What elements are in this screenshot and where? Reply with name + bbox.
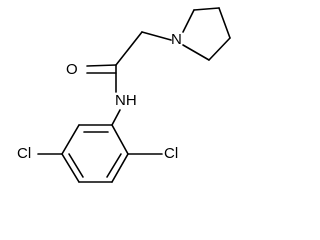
ring-bond-2-3 [111,153,129,183]
pyrrolidine-ring [182,7,231,61]
ring-bond-1-2 [111,124,129,155]
bond-c4-c5 [208,37,231,61]
pyrrolidine-nitrogen-label: N [171,31,182,48]
chlorine-2-label: Cl [164,145,178,162]
chlorine-5-label: Cl [17,145,31,162]
ring-bond-5-6 [61,124,80,155]
molecule-structure: O NH N Cl Cl [17,7,231,183]
oxygen-label: O [66,61,78,78]
bond-c3-c4 [218,7,231,39]
bond-ch2-carbonyl [115,31,143,66]
bond-n-ch2 [141,31,172,41]
ring-double-3 [68,153,84,178]
bond-carbonyl-o-outer [86,64,117,67]
ring-double-2 [106,153,122,178]
bond-n-c2 [182,9,195,33]
ring-bond-4-5 [61,153,80,183]
amide-nitrogen-label: NH [115,92,137,109]
bond-c5-n [182,44,210,61]
bond-c2-c3 [193,7,220,11]
dichlorophenyl-ring [61,124,129,183]
bond-nh-aryl [111,109,121,126]
acetamide-linker [86,31,172,93]
